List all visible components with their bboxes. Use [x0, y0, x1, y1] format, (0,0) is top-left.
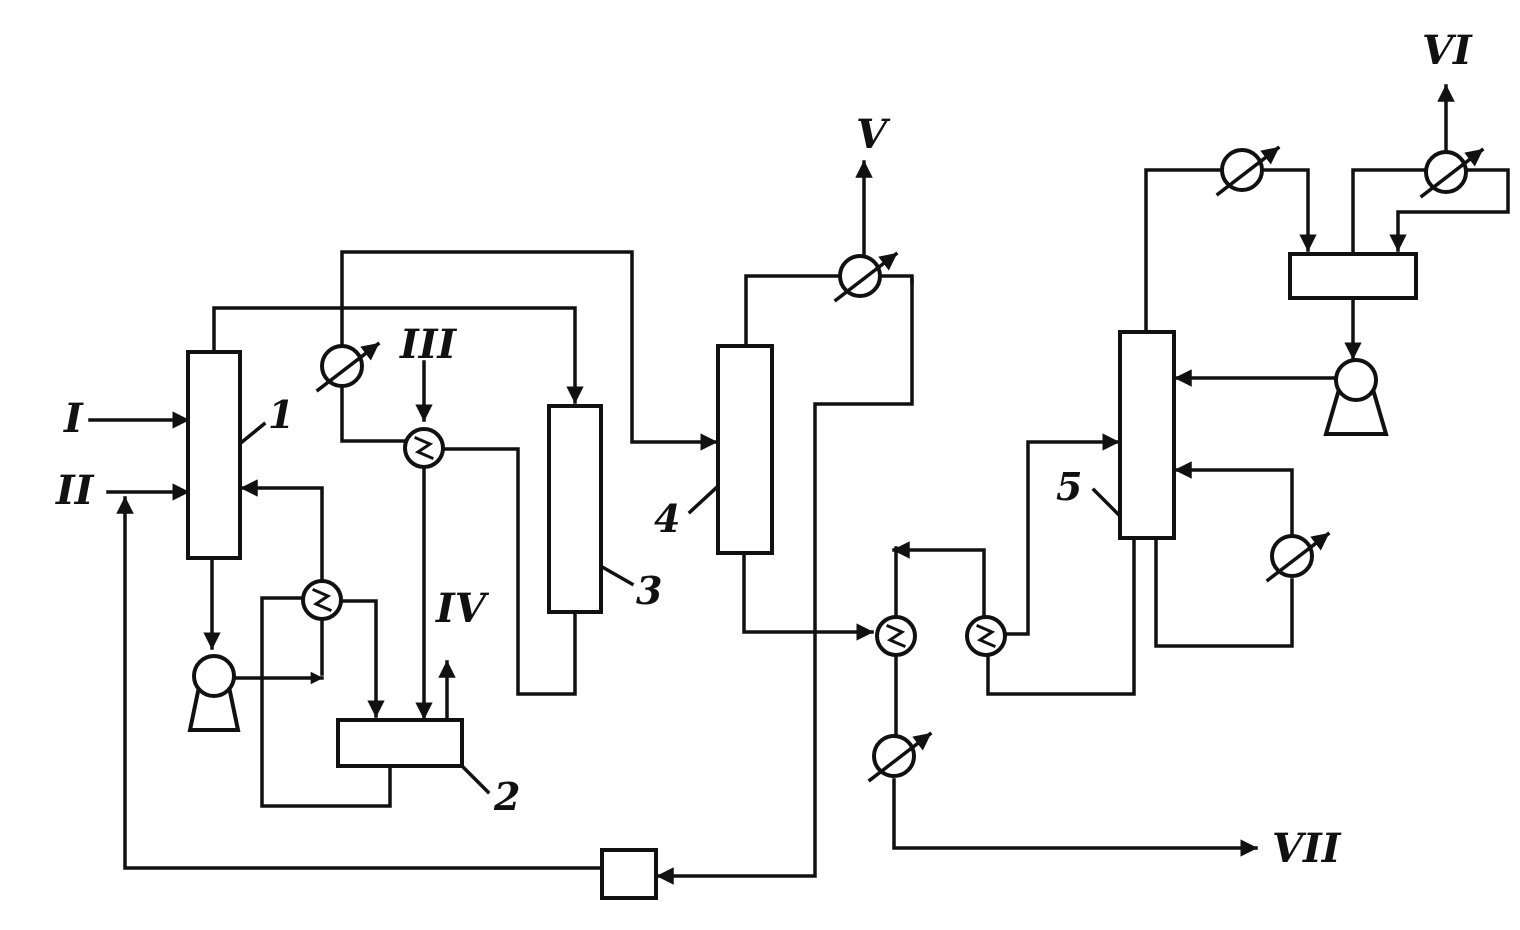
heat-exchanger-icon [965, 615, 1007, 657]
stream-label-v: V [856, 111, 891, 158]
stream-label-iii: III [399, 321, 457, 368]
separator-box [600, 848, 658, 900]
hx-bypass-line [892, 541, 986, 616]
hx-to-col5-bottom [986, 536, 1136, 696]
cooler-icon [1215, 145, 1281, 197]
stream-label-ii: II [55, 467, 95, 514]
stream-labels: I II III IV V VI VII [55, 27, 1473, 872]
leader-3 [601, 565, 635, 587]
piping [88, 84, 1510, 885]
column-3 [547, 404, 603, 614]
reflux-drum [1288, 252, 1418, 300]
col5-overhead-line [1144, 168, 1224, 334]
col5-reboiler-return [1174, 461, 1294, 538]
cooler-icon [1419, 147, 1485, 199]
hx-to-drum2-line [338, 599, 385, 718]
hx-to-col5-feed [1002, 433, 1120, 636]
column-1 [186, 350, 242, 560]
unit-label-3: 3 [636, 568, 662, 613]
pump-icon [1323, 358, 1389, 436]
overhead-loop-to-col4 [340, 250, 718, 451]
col4-cooler-out [878, 274, 914, 284]
drum2-loop [260, 596, 392, 808]
col1-overhead-to-col3 [212, 306, 584, 404]
leader-4 [687, 485, 719, 515]
stream-label-vii: VII [1272, 825, 1342, 872]
hx-to-col1-return [240, 479, 324, 584]
col4-bottom-to-box [656, 278, 914, 885]
cooler-icon [833, 251, 899, 303]
leader-5 [1091, 487, 1123, 519]
heat-exchanger-icon [403, 427, 445, 469]
col5-cooler-to-drum [1260, 168, 1317, 252]
heat-exchanger-icon [875, 615, 917, 657]
stream-label-i: I [63, 395, 84, 442]
cooler-icon [315, 341, 381, 393]
stream-label-vi: VI [1422, 27, 1473, 74]
pump-icon [187, 654, 241, 732]
stream-label-iv: IV [435, 585, 490, 632]
drum-2 [336, 718, 464, 768]
heat-exchanger-icon [301, 579, 343, 621]
col4-bottom-line [742, 551, 874, 641]
cooler-icon [867, 731, 933, 783]
column-5 [1118, 330, 1176, 540]
stream-vii-line [892, 778, 1258, 857]
cooler-to-hx-line [340, 382, 407, 443]
equipment [186, 145, 1485, 900]
unit-label-5: 5 [1056, 464, 1082, 509]
leader-2 [459, 763, 491, 795]
unit-label-2: 2 [493, 774, 520, 819]
column-4 [716, 344, 774, 555]
col4-overhead-line [744, 274, 840, 348]
drum-vent-line [1351, 168, 1426, 254]
leader-1 [239, 421, 267, 445]
recycle-line [116, 496, 604, 870]
hx-to-col3-line [441, 447, 577, 696]
unit-label-4: 4 [654, 496, 680, 541]
cooler-icon [1265, 531, 1331, 583]
vent-cooler-loop [1389, 168, 1510, 252]
col5-reboiler-loop [1154, 536, 1294, 648]
unit-labels: 1 2 3 4 5 [268, 392, 1082, 819]
unit-label-1: 1 [268, 392, 294, 437]
